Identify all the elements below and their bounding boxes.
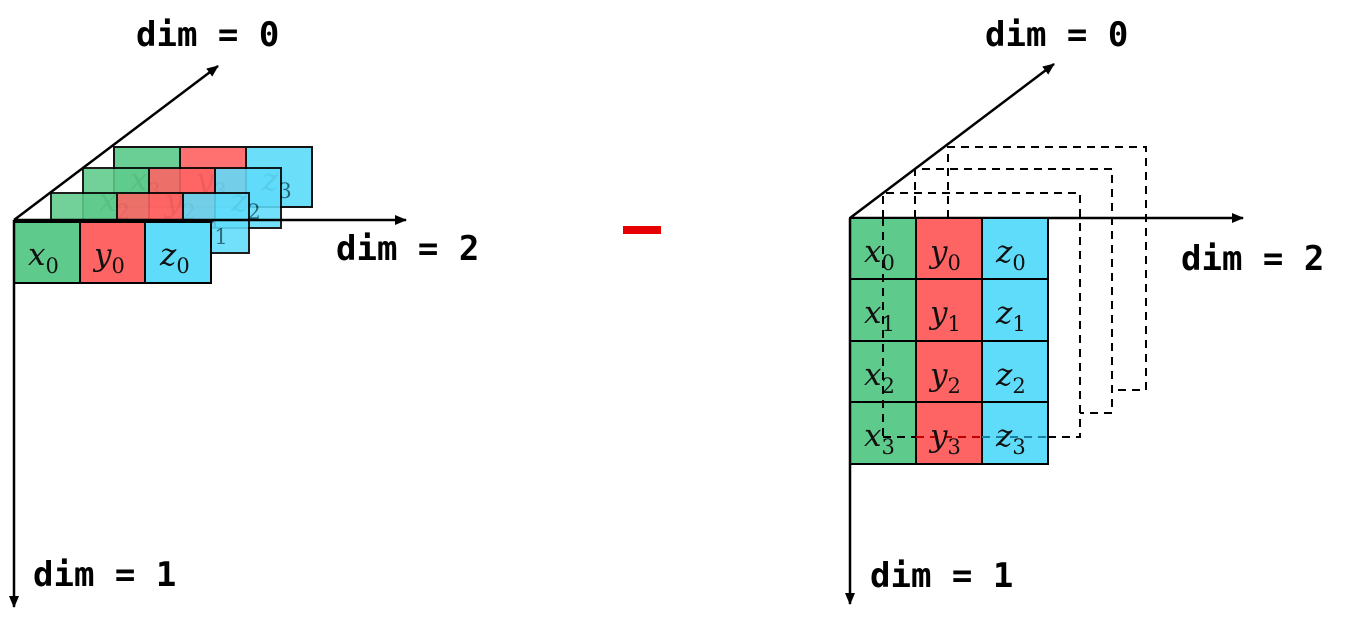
left-cell-x0 <box>13 221 81 284</box>
right-label-z2: z2 <box>995 357 1026 398</box>
right-dashed-layer-3 <box>947 146 1147 391</box>
right-label-y2: y2 <box>928 357 961 398</box>
operator-minus-bar <box>623 226 661 234</box>
left-cell-z0 <box>144 221 212 284</box>
left-panel: x3 y3 z3 x2 y2 z2 x1 y1 z1 x0 y0 <box>9 15 479 608</box>
right-grid: x0 y0 z0 x1 y1 z1 x2 y2 z2 x3 y3 z3 <box>849 217 1049 465</box>
operator-symbol: – <box>0 0 1 1</box>
right-panel: x0 y0 z0 x1 y1 z1 x2 y2 z2 x3 y3 z3 dim … <box>845 15 1324 605</box>
right-label-x1: x1 <box>864 295 895 336</box>
left-dim0-label: dim = 0 <box>136 15 279 55</box>
left-layer-0: x0 y0 z0 <box>13 221 212 284</box>
left-dim0-axis <box>13 65 219 221</box>
left-label-z0: z0 <box>159 237 190 278</box>
right-dashed-layer-1 <box>882 192 1081 438</box>
minus-icon: – <box>0 0 661 234</box>
right-dashed-layers <box>882 146 1147 438</box>
right-dim0-label: dim = 0 <box>985 15 1128 55</box>
right-label-z0: z0 <box>995 234 1026 275</box>
right-label-z1: z1 <box>995 295 1026 336</box>
right-label-x2: x2 <box>864 357 895 398</box>
right-label-y1: y1 <box>928 295 961 336</box>
right-label-x0: x0 <box>864 234 895 275</box>
right-dim1-label: dim = 1 <box>870 556 1013 596</box>
right-label-x3: x3 <box>864 418 895 459</box>
right-label-y0: y0 <box>928 234 961 275</box>
right-label-y3: y3 <box>928 418 961 459</box>
right-dim0-axis <box>849 63 1055 219</box>
right-dashed-layer-2 <box>914 168 1113 414</box>
right-dim2-label: dim = 2 <box>1181 239 1324 279</box>
left-dim2-label: dim = 2 <box>336 229 479 269</box>
right-label-z3: z3 <box>995 418 1026 459</box>
left-label-x0: x0 <box>28 237 59 278</box>
left-label-y0: y0 <box>92 237 125 278</box>
left-dim1-label: dim = 1 <box>33 555 176 595</box>
